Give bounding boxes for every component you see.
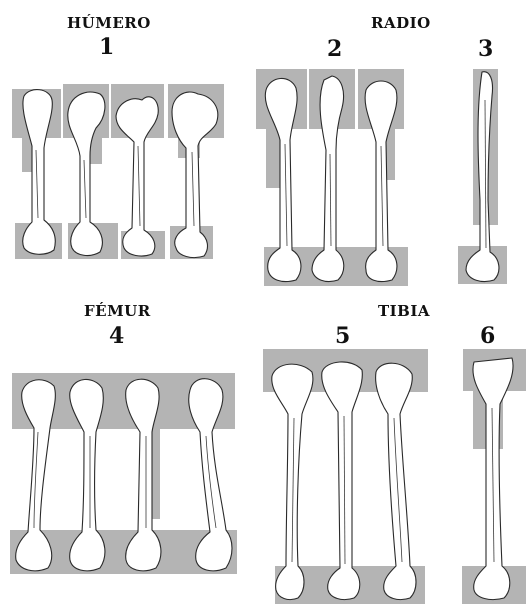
bone-figure — [0, 0, 526, 605]
